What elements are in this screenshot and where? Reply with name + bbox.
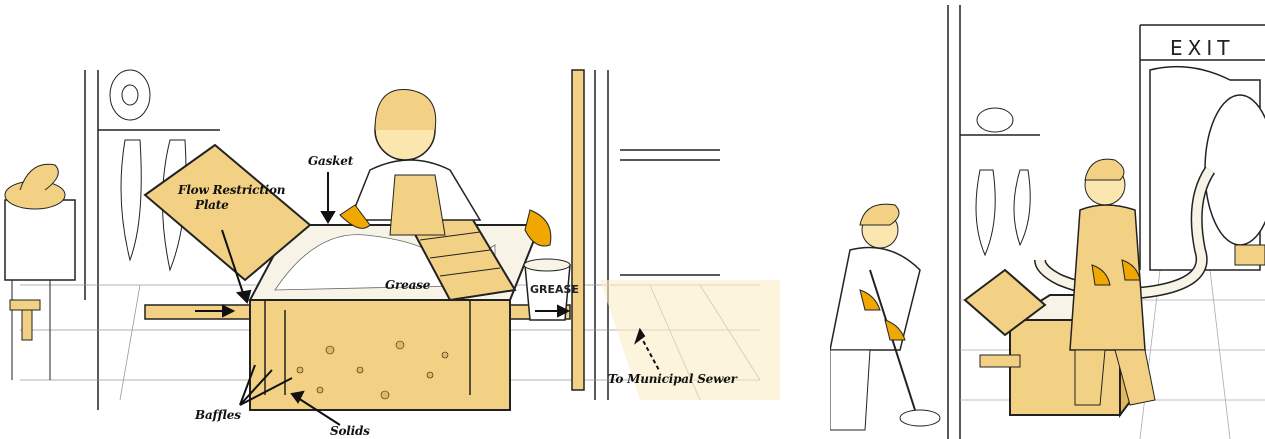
sink bbox=[5, 164, 75, 380]
municipal-sewer-label: To Municipal Sewer bbox=[608, 372, 737, 386]
gasket-label: Gasket bbox=[308, 154, 353, 168]
flow-restriction-label-line2: Plate bbox=[195, 198, 229, 212]
pump-out-illustration bbox=[830, 0, 1265, 439]
support-column bbox=[572, 70, 584, 390]
flow-restriction-label: Flow Restriction bbox=[178, 183, 285, 197]
exit-sign: EXIT bbox=[1170, 36, 1234, 60]
left-illustration-panel: Flow Restriction Plate Gasket Grease GRE… bbox=[0, 0, 780, 439]
grease-label: Grease bbox=[385, 278, 430, 292]
worker-figure-mopping bbox=[830, 204, 940, 430]
grease-bucket-label: GREASE bbox=[530, 283, 579, 296]
solids-label: Solids bbox=[330, 424, 370, 438]
hanging-items bbox=[976, 108, 1030, 255]
hanging-items bbox=[110, 70, 186, 270]
baffles-label: Baffles bbox=[195, 408, 241, 422]
grease-trap-box bbox=[250, 225, 540, 410]
right-illustration-panel: EXIT bbox=[830, 0, 1265, 439]
